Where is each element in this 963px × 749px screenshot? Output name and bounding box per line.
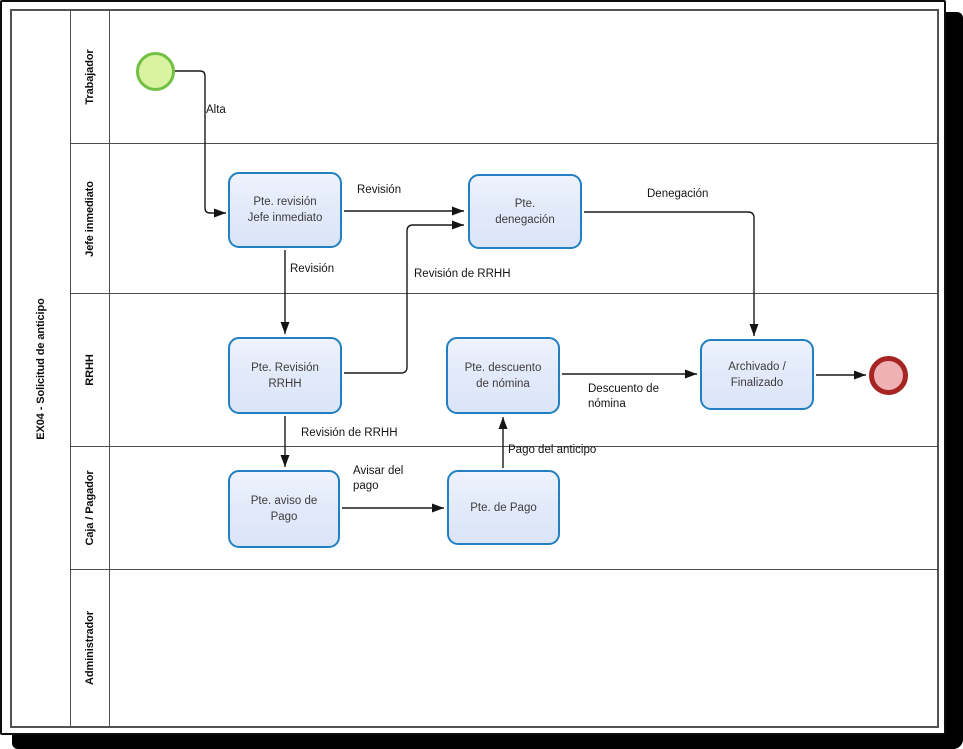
flow-label-revision-de-rrhh-down: Revisión de RRHH: [301, 427, 398, 439]
flow-label-descuento-de-nomina: Descuento de nómina: [588, 383, 659, 410]
task-archivado-finalizado: Archivado / Finalizado: [700, 339, 814, 410]
flow-label-revision-2: Revisión: [290, 263, 335, 275]
task-pte-de-pago: Pte. de Pago: [447, 470, 560, 545]
end-event: [869, 356, 908, 395]
task-pte-aviso-de-pago: Pte. aviso de Pago: [228, 470, 340, 548]
lane-label-cell: Administrador: [71, 570, 110, 726]
lane-label-cell: Jefe inmediato: [71, 144, 110, 293]
flow-label-revision-de-rrhh-up: Revisión de RRHH: [414, 268, 511, 280]
lane-caja-pagador: Caja / Pagador: [71, 447, 937, 570]
lane-label-cell: RRHH: [71, 294, 110, 446]
lane-trabajador: Trabajador: [71, 11, 937, 144]
task-pte-revision-jefe-inmediato: Pte. revisión Jefe inmediato: [228, 172, 342, 248]
lanes: Trabajador Jefe inmediato RRHH Caja / Pa…: [71, 11, 937, 726]
lane-administrador: Administrador: [71, 570, 937, 726]
flow-label-avisar-del-pago: Avisar del pago: [353, 465, 404, 492]
lane-label-cell: Trabajador: [71, 11, 110, 143]
flow-label-denegacion: Denegación: [647, 188, 709, 200]
task-pte-revision-rrhh: Pte. Revisión RRHH: [228, 337, 342, 414]
lane-label-cell: Caja / Pagador: [71, 447, 110, 569]
flow-label-pago-del-anticipo: Pago del anticipo: [508, 444, 597, 456]
pool-title-cell: EX04 - Solicitud de anticipo: [12, 11, 71, 726]
task-pte-denegacion: Pte. denegación: [468, 174, 582, 249]
lane-jefe-inmediato: Jefe inmediato: [71, 144, 937, 294]
drop-shadow-right: [945, 12, 963, 749]
task-pte-descuento-de-nomina: Pte. descuento de nómina: [446, 337, 560, 414]
flow-label-revision-1: Revisión: [357, 184, 402, 196]
bpmn-pool: EX04 - Solicitud de anticipo Trabajador …: [10, 9, 939, 728]
lane-rrhh: RRHH: [71, 294, 937, 447]
flow-denegacion-to-archivado: [584, 211, 759, 336]
drop-shadow-bottom: [12, 733, 963, 749]
flow-revision-rrhh-to-denegacion: [344, 220, 464, 374]
flow-label-alta: Alta: [206, 104, 226, 116]
start-event: [136, 52, 175, 91]
flow-alta: [174, 70, 226, 218]
